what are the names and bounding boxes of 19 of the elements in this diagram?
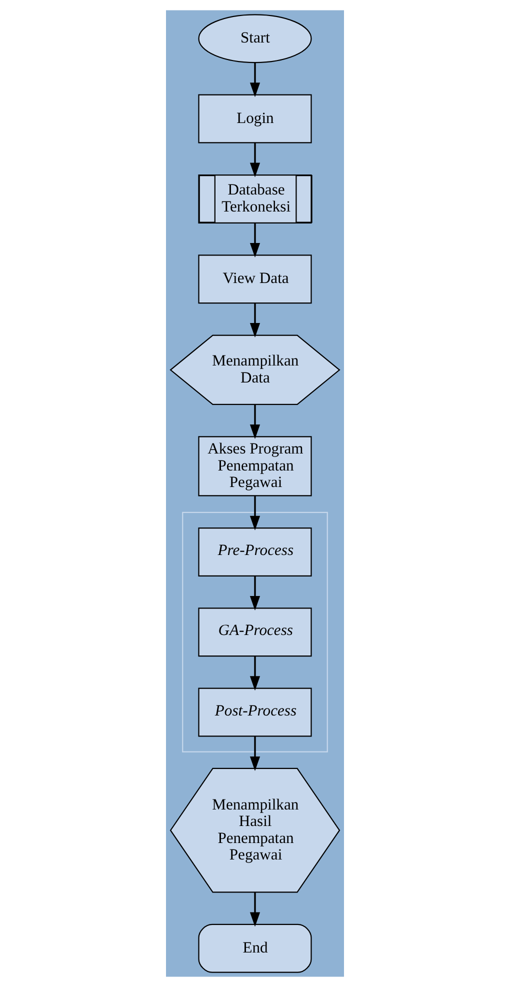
arrow — [250, 62, 260, 98]
node-box: View Data — [198, 254, 312, 304]
arrow — [250, 576, 260, 610]
node-box: Login — [198, 94, 312, 144]
node-ellipse: Start — [198, 14, 312, 64]
arrow — [250, 736, 260, 771]
node-box: End — [198, 924, 312, 973]
arrow — [250, 304, 260, 338]
arrow — [250, 496, 260, 530]
cluster — [182, 512, 328, 752]
arrow — [250, 404, 260, 439]
arrow — [250, 656, 260, 691]
node-box: GA-Process — [198, 608, 312, 657]
arrow — [250, 142, 260, 178]
node-box: Post-Process — [198, 688, 312, 737]
node-box: Akses Program Penempatan Pegawai — [198, 436, 312, 496]
node-box: Pre-Process — [198, 527, 312, 576]
arrow — [250, 892, 260, 927]
arrow — [250, 223, 260, 258]
